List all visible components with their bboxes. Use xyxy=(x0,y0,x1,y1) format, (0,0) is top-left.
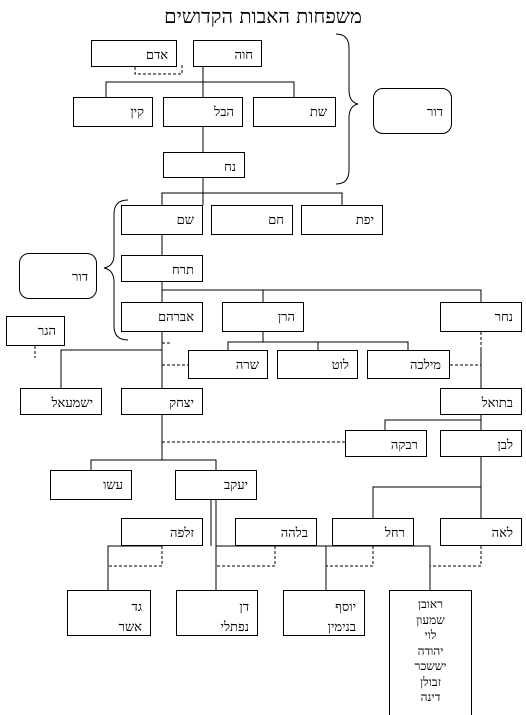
person-lot: לוט xyxy=(277,350,358,379)
children-of-bilha: דן נפתלי xyxy=(176,590,258,636)
person-lot-label: לוט xyxy=(331,358,349,373)
child-name: זבולן xyxy=(420,674,441,689)
child-name: דן xyxy=(239,600,249,615)
person-chava-label: חוה xyxy=(234,48,254,63)
child-name: שמעון xyxy=(416,612,445,627)
person-zilpa: זלפה xyxy=(121,518,203,546)
generation-label-box: דור xyxy=(373,88,452,134)
person-milka-label: מילכה xyxy=(409,358,441,373)
child-name: אשר xyxy=(118,620,142,635)
page-title: משפחות האבות הקדושים xyxy=(164,4,362,28)
person-esav: עשו xyxy=(50,470,132,500)
person-terach: תרח xyxy=(121,255,203,282)
generation-label: דור xyxy=(427,105,443,120)
person-hevel-label: הבל xyxy=(214,105,234,120)
person-haran-label: הרן xyxy=(277,310,295,325)
person-chava: חוה xyxy=(193,40,262,67)
person-hagar: הגר xyxy=(6,316,65,346)
person-yaakov: יעקב xyxy=(175,470,257,500)
person-leah: לאה xyxy=(440,518,522,546)
person-zilpa-label: זלפה xyxy=(170,526,194,541)
child-name: ראובן xyxy=(417,597,443,611)
generation-label-2: דור xyxy=(72,270,88,285)
person-cham-label: חם xyxy=(268,213,284,228)
person-milka: מילכה xyxy=(367,350,450,379)
person-adam-label: אדם xyxy=(145,48,168,63)
person-leah-label: לאה xyxy=(491,526,513,541)
person-esav-label: עשו xyxy=(103,478,123,493)
person-kayin: קין xyxy=(73,97,153,127)
person-avraham: אברהם xyxy=(121,302,203,332)
person-betuel: בתואל xyxy=(440,388,522,415)
person-terach-label: תרח xyxy=(171,263,194,278)
child-name: יוסף xyxy=(335,600,356,615)
child-name: דינה xyxy=(420,690,441,704)
person-rivka-label: רבקה xyxy=(390,438,418,453)
person-noach-label: נח xyxy=(224,160,236,175)
child-name: נפתלי xyxy=(220,620,249,635)
person-noach: נח xyxy=(163,152,245,178)
person-betuel-label: בתואל xyxy=(481,396,513,411)
person-avraham-label: אברהם xyxy=(157,310,194,325)
person-nachor: נחר xyxy=(440,302,522,332)
child-name: לוי xyxy=(424,628,437,642)
person-hagar-label: הגר xyxy=(37,324,56,339)
person-lavan: לבן xyxy=(440,430,522,457)
child-name: יהודה xyxy=(417,643,444,658)
person-yefet: יפת xyxy=(301,205,383,235)
person-shem-label: שם xyxy=(176,213,194,228)
person-yaakov-label: יעקב xyxy=(224,478,248,493)
person-cham: חם xyxy=(211,205,293,235)
person-yitzchak-label: יצחק xyxy=(169,396,194,411)
person-lavan-label: לבן xyxy=(497,438,513,453)
person-shet: שת xyxy=(253,97,336,127)
person-yefet-label: יפת xyxy=(355,213,374,228)
person-nachor-label: נחר xyxy=(494,310,513,325)
person-hevel: הבל xyxy=(163,97,243,127)
person-bilha: בלהה xyxy=(235,518,317,546)
person-sarah-label: שרה xyxy=(235,358,259,373)
person-adam: אדם xyxy=(91,40,177,67)
children-of-leah: ראובן שמעון לוי יהודה יששכר זבולן דינה xyxy=(389,590,472,715)
generation-label-box-2: דור xyxy=(19,253,97,299)
children-of-rachel: יוסף בנימין xyxy=(283,590,365,636)
children-of-zilpa: גד אשר xyxy=(67,590,151,636)
person-rachel-label: רחל xyxy=(384,526,405,541)
person-yishmael-label: ישמעאל xyxy=(51,396,93,411)
person-haran: הרן xyxy=(222,302,304,332)
person-rivka: רבקה xyxy=(345,430,427,457)
person-kayin-label: קין xyxy=(130,105,144,120)
person-shem: שם xyxy=(121,205,203,235)
person-bilha-label: בלהה xyxy=(280,526,308,541)
child-name: יששכר xyxy=(414,659,447,673)
person-yishmael: ישמעאל xyxy=(20,388,102,415)
person-yitzchak: יצחק xyxy=(121,388,203,415)
person-rachel: רחל xyxy=(332,518,414,546)
person-shet-label: שת xyxy=(309,105,327,120)
person-sarah: שרה xyxy=(188,350,268,379)
child-name: גד xyxy=(131,600,142,615)
child-name: בנימין xyxy=(327,620,356,635)
